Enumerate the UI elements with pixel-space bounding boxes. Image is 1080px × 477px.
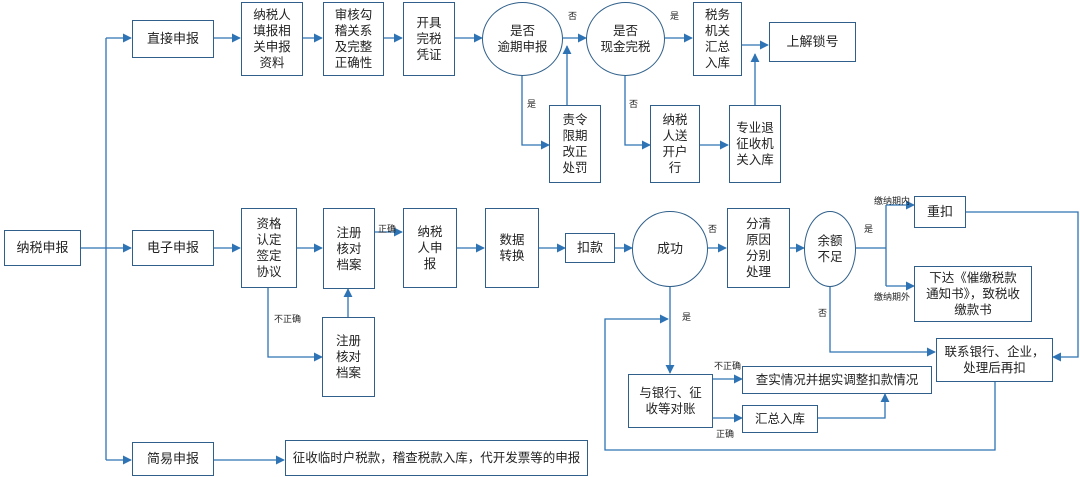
node-verify-adjust: 查实情况并据实调整扣款情况	[742, 366, 932, 394]
edge-overdue-correct	[521, 76, 550, 150]
label-correct-1: 正确	[378, 225, 397, 235]
node-lock-up: 上解锁号	[769, 22, 856, 62]
node-tax-filing: 纳税申报	[4, 230, 81, 266]
node-re-deduct: 重扣	[914, 196, 966, 228]
edge-qual-incorrect	[267, 288, 323, 362]
label-cash-yes: 是	[670, 12, 680, 22]
label-within-period: 缴纳期内	[874, 197, 911, 207]
label-correct-2: 正确	[716, 430, 735, 440]
edge-summary-verify	[818, 393, 890, 419]
node-balance-question: 余额 不足	[804, 211, 856, 287]
edge-rededuct-contact	[966, 211, 1079, 362]
node-simple-desc: 征收临时户税款，稽查税款入库，代开发票等的申报	[285, 440, 588, 476]
node-success-question: 成功	[632, 211, 708, 287]
node-review-check: 审核勾 稽关系 及完整 正确性	[323, 2, 384, 76]
node-order-correct: 责令 限期 改正 处罚	[549, 105, 601, 183]
edge-balance-contact	[829, 286, 936, 357]
node-issue-voucher: 开具 完税 凭证	[403, 2, 455, 76]
node-direct-filing: 直接申报	[132, 20, 214, 58]
label-success-yes: 是	[682, 313, 692, 323]
node-contact-bank: 联系银行、企业， 处理后再扣	[936, 338, 1053, 382]
node-register-check-2: 注册 核对 档案	[322, 317, 375, 397]
label-overdue-yes: 是	[527, 100, 537, 110]
node-summary-store: 汇总入库	[742, 405, 818, 433]
label-cash-no: 否	[629, 100, 639, 110]
label-beyond-period: 缴纳期外	[874, 293, 911, 303]
edge-contact-loop	[604, 314, 996, 451]
edge-cash-bank	[624, 76, 651, 150]
node-overdue-question: 是否 逾期申报	[482, 2, 563, 76]
node-taxpayer-fill: 纳税人 填报相 关申报 资料	[241, 2, 303, 76]
node-tax-collect: 税务 机关 汇总 入库	[693, 2, 742, 76]
label-overdue-no: 否	[568, 12, 578, 22]
node-deduct: 扣款	[565, 233, 615, 263]
node-reconcile: 与银行、征 收等对账	[628, 374, 713, 428]
node-e-filing: 电子申报	[132, 230, 214, 266]
node-analyze-cause: 分清 原因 分别 处理	[727, 208, 790, 288]
node-special-collect: 专业退 征收机 关入库	[729, 105, 781, 183]
node-taxpayer-bank: 纳税 人送 开户 行	[650, 105, 700, 183]
node-data-convert: 数据 转换	[485, 208, 539, 288]
node-qualification: 资格 认定 签定 协议	[241, 208, 297, 288]
label-balance-no: 否	[818, 309, 828, 319]
label-success-no: 否	[708, 225, 718, 235]
node-simple-filing: 简易申报	[132, 442, 214, 476]
label-incorrect-1: 不正确	[274, 315, 302, 325]
node-cash-question: 是否 现金完税	[586, 2, 665, 76]
label-incorrect-2: 不正确	[714, 362, 742, 372]
node-issue-notice: 下达《催缴税款 通知书》，致税收 缴款书	[914, 266, 1032, 322]
label-balance-yes: 是	[864, 225, 874, 235]
node-taxpayer-report: 纳税 人申 报	[403, 208, 457, 288]
node-register-check-1: 注册 核对 档案	[323, 208, 375, 289]
